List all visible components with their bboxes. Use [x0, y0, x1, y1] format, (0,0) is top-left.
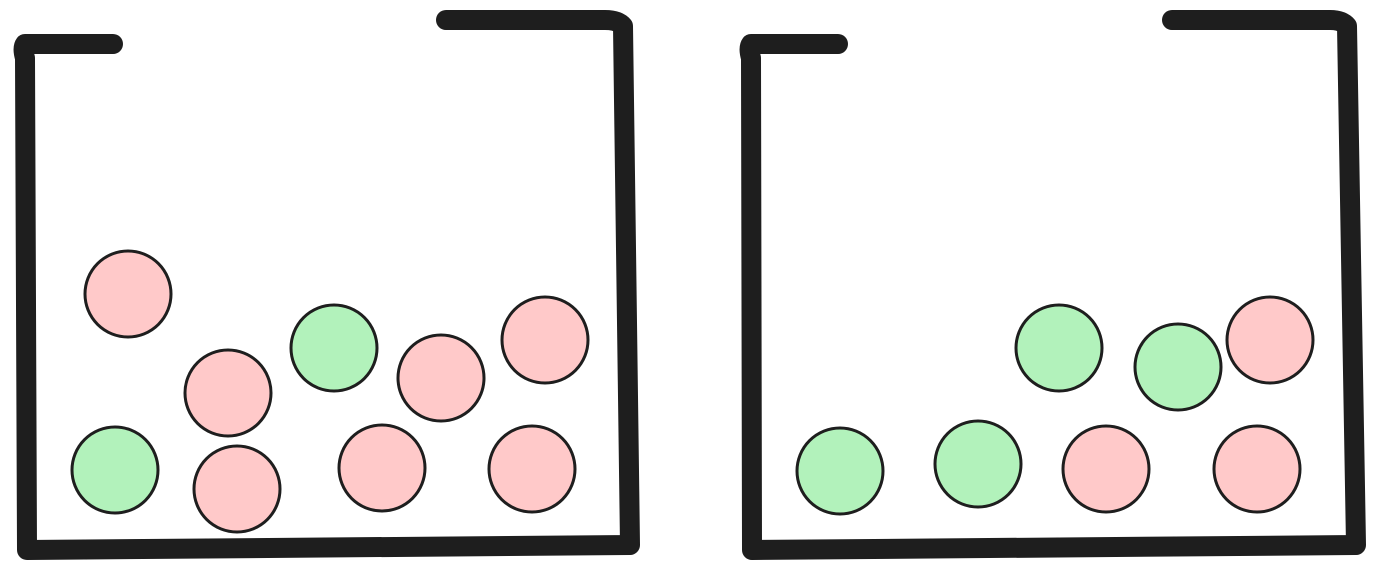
- left-jar-red-ball: [337, 423, 427, 513]
- left-jar-red-ball: [396, 333, 486, 423]
- left-jar-red-ball: [192, 444, 282, 534]
- right-jar-green-ball: [933, 419, 1023, 509]
- left-jar-red-ball: [183, 348, 273, 438]
- left-jar-green-ball: [70, 425, 160, 515]
- jar-right-outline: [739, 10, 1366, 560]
- jar-right-balls: [795, 295, 1315, 516]
- right-jar-red-ball: [1061, 424, 1151, 514]
- right-jar-green-ball: [795, 426, 885, 516]
- left-jar-green-ball: [289, 303, 379, 393]
- jar-left: [13, 10, 640, 560]
- right-jar-red-ball: [1225, 295, 1315, 385]
- right-jar-green-ball: [1014, 303, 1104, 393]
- left-jar-red-ball: [487, 424, 577, 514]
- left-jar-red-ball: [83, 249, 173, 339]
- jar-left-balls: [70, 249, 590, 534]
- left-jar-red-ball: [500, 295, 590, 385]
- jar-right: [739, 10, 1366, 560]
- right-jar-green-ball: [1133, 322, 1223, 412]
- right-jar-red-ball: [1212, 424, 1302, 514]
- jar-left-outline: [13, 10, 640, 560]
